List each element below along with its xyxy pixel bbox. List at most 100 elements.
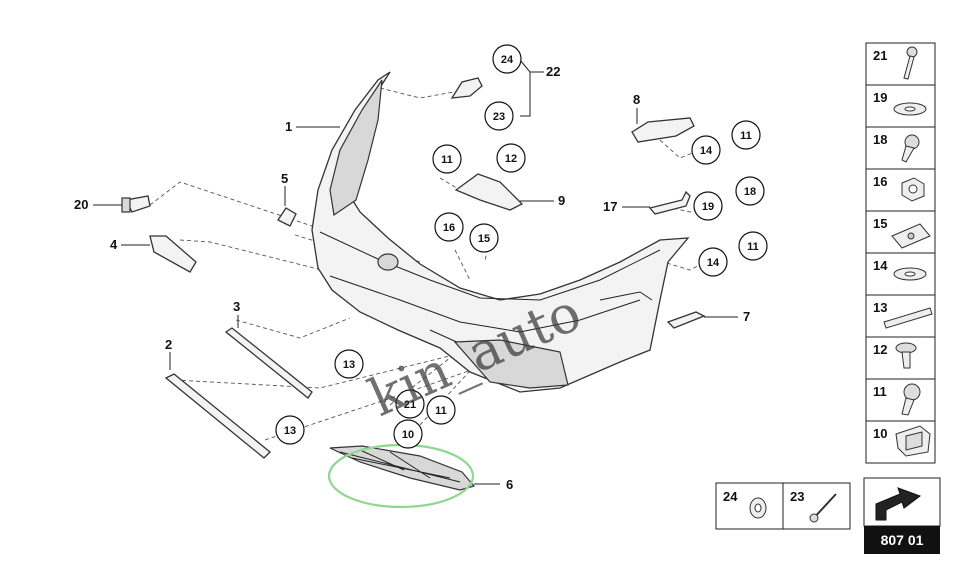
bracket-clip-icon <box>895 425 931 457</box>
svg-text:23: 23 <box>790 489 804 504</box>
legend-row-24: 24 <box>723 489 767 519</box>
svg-text:19: 19 <box>702 201 714 213</box>
callouts: 24 23 11 12 14 11 16 15 19 18 14 11 13 1… <box>275 44 768 449</box>
callout-14: 14 <box>698 247 728 277</box>
legend-row-15: 15 <box>866 216 935 254</box>
label-20: 20 <box>74 197 88 212</box>
legend-row-14: 14 <box>866 258 935 296</box>
callout-24: 24 <box>492 44 522 74</box>
label-4: 4 <box>110 237 118 252</box>
label-6: 6 <box>506 477 513 492</box>
label-17: 17 <box>603 199 617 214</box>
part-bracket-9 <box>454 173 524 211</box>
svg-text:15: 15 <box>873 216 887 231</box>
legend-row-23: 23 <box>790 489 837 523</box>
label-7: 7 <box>743 309 750 324</box>
svg-text:13: 13 <box>343 359 355 371</box>
part-grille-6 <box>329 445 476 491</box>
callout-12: 12 <box>496 143 526 173</box>
legend-row-19: 19 <box>866 90 935 128</box>
svg-text:14: 14 <box>700 145 713 157</box>
callout-15: 15 <box>469 223 499 253</box>
svg-text:15: 15 <box>478 233 490 245</box>
legend-row-18: 18 <box>866 132 935 170</box>
svg-text:10: 10 <box>402 429 414 441</box>
bottom-legend: 24 23 <box>715 482 851 530</box>
callout-23: 23 <box>484 101 514 131</box>
grommet-icon <box>749 497 767 519</box>
expanding-rivet-icon <box>895 342 917 369</box>
callout-14: 14 <box>691 135 721 165</box>
callout-18: 18 <box>735 176 765 206</box>
svg-text:11: 11 <box>435 405 447 417</box>
callout-21: 21 <box>395 389 425 419</box>
label-22: 22 <box>546 64 560 79</box>
callout-16: 16 <box>434 212 464 242</box>
callout-13: 13 <box>334 349 364 379</box>
reference-box: 807 01 <box>863 477 941 554</box>
part-strip-2 <box>164 373 271 459</box>
screw-icon <box>901 383 921 416</box>
svg-text:13: 13 <box>284 425 296 437</box>
svg-text:19: 19 <box>873 90 887 105</box>
label-5: 5 <box>281 171 288 186</box>
part-bolt-20 <box>121 195 151 213</box>
svg-text:12: 12 <box>873 342 887 357</box>
legend-row-21: 21 <box>866 46 935 86</box>
clip-nut-icon <box>891 223 931 249</box>
reference-code: 807 01 <box>881 532 924 548</box>
part-labels: 1 2 3 4 5 6 7 8 9 17 20 22 <box>74 59 750 492</box>
svg-text:16: 16 <box>873 174 887 189</box>
svg-text:11: 11 <box>441 154 453 166</box>
part-mount-5 <box>277 207 297 227</box>
svg-text:11: 11 <box>873 384 887 399</box>
callout-11: 11 <box>738 231 768 261</box>
legend-row-16: 16 <box>866 174 935 212</box>
label-3: 3 <box>233 299 240 314</box>
label-8: 8 <box>633 92 640 107</box>
svg-text:21: 21 <box>873 48 887 63</box>
svg-text:21: 21 <box>404 399 416 411</box>
svg-text:18: 18 <box>744 186 756 198</box>
part-bracket-22 <box>450 77 483 99</box>
callout-10: 10 <box>393 419 423 449</box>
callout-13: 13 <box>275 415 305 445</box>
legend-row-13: 13 <box>866 300 935 338</box>
part-bracket-8 <box>631 117 695 143</box>
legend-row-12: 12 <box>866 342 935 380</box>
svg-text:11: 11 <box>747 241 759 253</box>
part-trim-7 <box>666 311 706 329</box>
svg-text:12: 12 <box>505 153 517 165</box>
washer-icon <box>893 267 927 281</box>
svg-text:11: 11 <box>740 130 752 142</box>
washer-icon <box>893 102 927 116</box>
svg-text:23: 23 <box>493 111 505 123</box>
screw-icon <box>903 46 918 80</box>
hex-nut-icon <box>901 177 925 202</box>
callout-19: 19 <box>693 191 723 221</box>
label-2: 2 <box>165 337 172 352</box>
part-bracket-17 <box>648 190 691 215</box>
svg-text:24: 24 <box>723 489 738 504</box>
svg-text:24: 24 <box>501 54 514 66</box>
screw-icon <box>901 134 920 163</box>
fastener-legend: 21 19 18 16 <box>865 42 936 464</box>
svg-text:18: 18 <box>873 132 887 147</box>
svg-text:10: 10 <box>873 426 887 441</box>
callout-11: 11 <box>731 120 761 150</box>
svg-text:14: 14 <box>707 257 720 269</box>
svg-text:16: 16 <box>443 222 455 234</box>
label-1: 1 <box>285 119 292 134</box>
part-strip-3 <box>224 327 313 399</box>
part-bracket-4 <box>149 235 197 273</box>
trim-strip-icon <box>883 307 933 329</box>
arrow-icon <box>875 487 922 521</box>
callout-11: 11 <box>426 395 456 425</box>
legend-row-11: 11 <box>866 383 935 422</box>
front-bumper <box>311 71 690 393</box>
blind-rivet-icon <box>809 493 837 523</box>
legend-row-10: 10 <box>873 425 931 457</box>
svg-text:13: 13 <box>873 300 887 315</box>
callout-11: 11 <box>432 144 462 174</box>
